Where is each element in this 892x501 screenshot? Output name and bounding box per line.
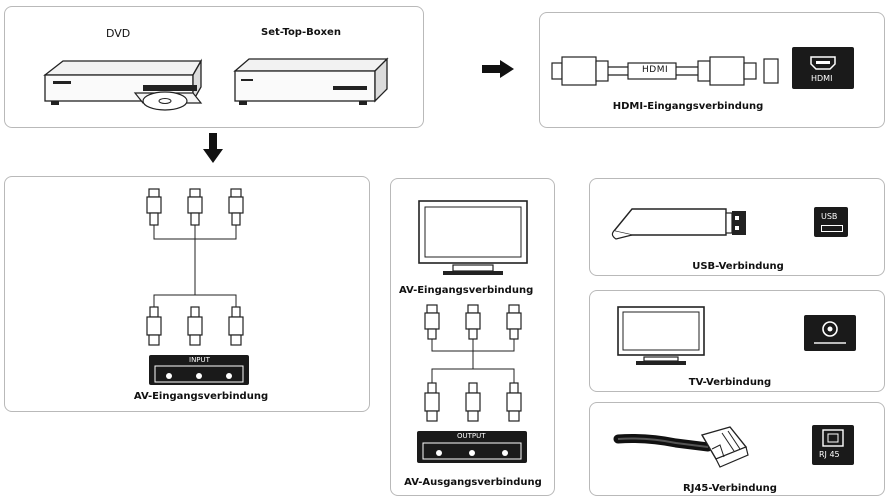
hdmi-caption: HDMI-Eingangsverbindung xyxy=(612,101,764,112)
dvd-label: DVD xyxy=(106,27,131,40)
av-input-caption: AV-Eingangsverbindung xyxy=(133,391,269,402)
usb-port: USB xyxy=(814,207,848,237)
dvd-player-icon xyxy=(43,58,203,111)
antenna-port xyxy=(804,315,856,351)
hdmi-port: HDMI xyxy=(792,47,854,89)
output-panel-label: OUTPUT xyxy=(457,432,486,440)
hdmi-panel: HDMI HDMI HDMI-Eingangsverbindung xyxy=(539,12,885,128)
rca-jack-icon xyxy=(422,442,522,460)
ethernet-port-icon xyxy=(822,429,844,447)
source-devices-panel: DVD Set-Top-Boxen xyxy=(4,6,424,128)
rj45-panel: RJ 45 RJ45-Verbindung xyxy=(589,402,885,496)
av-output-cable-diagram xyxy=(424,304,522,422)
av-input-jack-panel: INPUT xyxy=(149,355,249,385)
port-caption-bar xyxy=(814,342,846,344)
av-output-jack-panel: OUTPUT xyxy=(417,431,527,463)
hdmi-port-icon xyxy=(810,56,836,70)
usb-port-label: USB xyxy=(821,212,838,221)
set-top-box-label: Set-Top-Boxen xyxy=(261,27,341,38)
tv-icon xyxy=(418,200,528,275)
input-panel-label: INPUT xyxy=(189,356,210,364)
av-output-panel: AV-Eingangsverbindung xyxy=(390,178,555,496)
arrow-right-icon xyxy=(482,60,514,78)
av-input-cable-diagram xyxy=(146,188,244,346)
rj45-port: RJ 45 xyxy=(812,425,854,465)
rca-jack-icon xyxy=(154,365,244,383)
hdmi-cable-label: HDMI xyxy=(642,65,669,75)
tv-icon xyxy=(617,306,705,365)
arrow-down-icon xyxy=(203,133,223,163)
hdmi-cable-icon xyxy=(551,56,779,86)
coax-jack-icon xyxy=(822,321,838,337)
av-input-panel: INPUT AV-Eingangsverbindung xyxy=(4,176,370,412)
tv-panel: TV-Verbindung xyxy=(589,290,885,392)
av-output-caption: AV-Ausgangsverbindung xyxy=(404,477,542,488)
tv-caption: TV-Verbindung xyxy=(688,377,772,388)
hdmi-port-label: HDMI xyxy=(811,74,833,83)
usb-panel: USB USB-Verbindung xyxy=(589,178,885,276)
rj45-caption: RJ45-Verbindung xyxy=(683,483,777,494)
usb-caption: USB-Verbindung xyxy=(692,261,784,272)
rj45-cable-icon xyxy=(613,426,749,468)
rj45-port-label: RJ 45 xyxy=(819,450,840,459)
rca-plug-icon xyxy=(146,188,162,226)
set-top-box-icon xyxy=(233,57,389,105)
usb-slot-icon xyxy=(821,225,843,232)
av-output-top-caption: AV-Eingangsverbindung xyxy=(399,285,534,296)
usb-stick-icon xyxy=(611,208,746,240)
